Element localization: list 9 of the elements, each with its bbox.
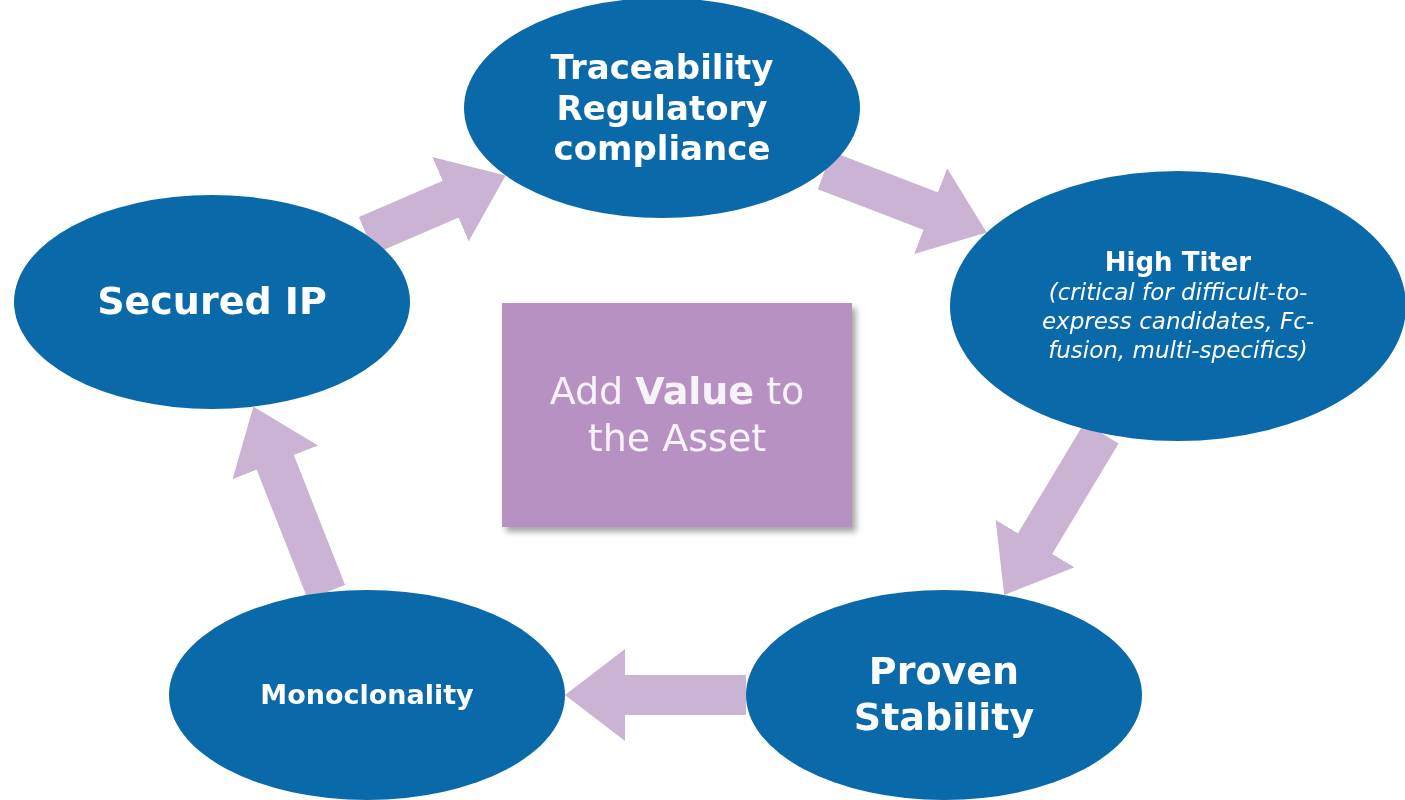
node-title: High Titer [1104, 247, 1252, 279]
node-title: Traceability Regulatory compliance [549, 46, 775, 170]
node-title: Monoclonality [260, 678, 474, 712]
center-box [502, 303, 852, 527]
node-title: Secured IP [97, 279, 327, 325]
box-text: Add Value to the Asset [548, 367, 806, 462]
node-description: (critical for difficult-to-express candidates, Fc-fusion, multi-specifics) [1040, 278, 1316, 365]
node-title: Proven Stability [852, 649, 1036, 741]
block-arrow [565, 649, 746, 741]
